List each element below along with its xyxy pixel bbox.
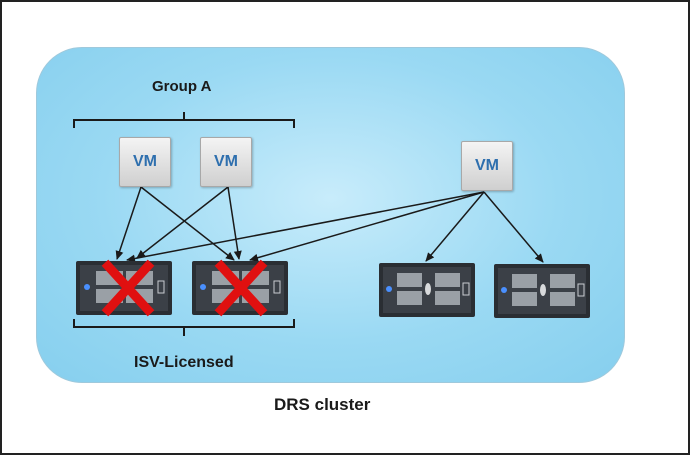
server-3 <box>379 263 475 317</box>
vm-box: VM <box>461 141 513 191</box>
arrow-vm1-server2 <box>140 186 235 261</box>
group-a-label: Group A <box>152 78 212 95</box>
vm-box: VM <box>200 137 252 187</box>
arrow-vm2-server1 <box>136 186 229 259</box>
blocked-x-icon <box>101 259 155 317</box>
blocked-x-icon <box>214 259 268 317</box>
group-a-bracket <box>73 112 295 128</box>
arrow-vm2-server2 <box>227 186 242 260</box>
server-4 <box>494 264 590 318</box>
arrow-vm3-server1 <box>126 191 485 263</box>
isv-licensed-label: ISV-Licensed <box>134 354 234 371</box>
arrow-vm3-server2 <box>249 191 485 262</box>
drs-cluster-label: DRS cluster <box>274 395 371 414</box>
arrow-vm3-server4 <box>483 191 544 263</box>
arrow-vm1-server1 <box>115 186 142 260</box>
vm-box: VM <box>119 137 171 187</box>
isv-licensed-bracket <box>73 319 295 336</box>
arrow-vm3-server3 <box>425 191 485 262</box>
